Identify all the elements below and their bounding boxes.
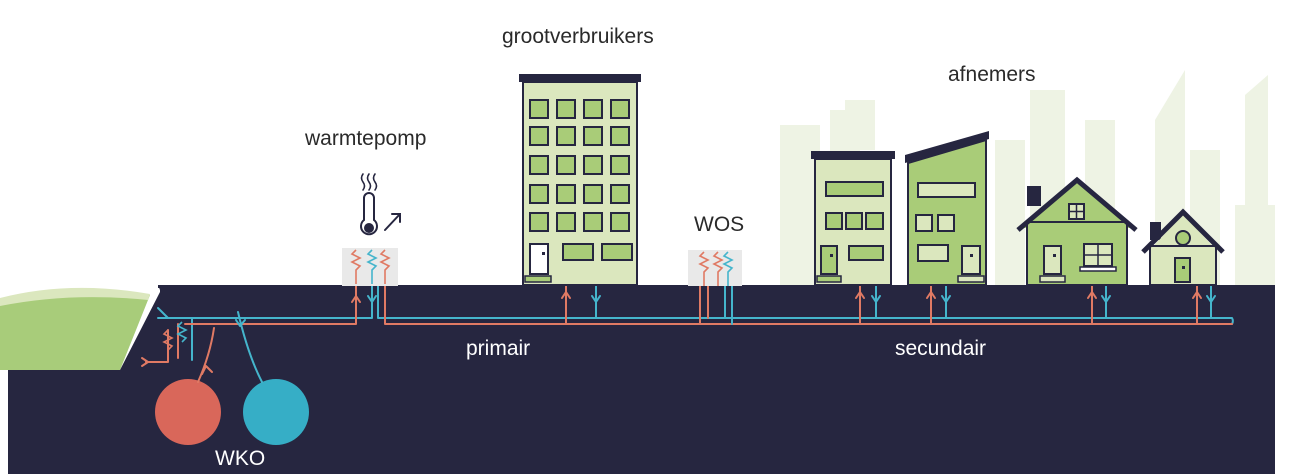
label-consumers: afnemers	[948, 63, 1036, 86]
flow-arrows	[141, 291, 1216, 375]
building-window	[583, 212, 603, 232]
thermometer-heat-icon	[360, 173, 401, 236]
ground	[0, 285, 1275, 474]
building-window	[529, 155, 549, 175]
warm-well	[155, 379, 221, 445]
heat-pump-unit	[342, 248, 398, 286]
consumer-house-2	[1141, 208, 1225, 286]
wos-substation	[688, 250, 742, 286]
building-window	[583, 155, 603, 175]
heat-exchanger-coil-icon	[350, 249, 391, 284]
building-window	[529, 212, 549, 232]
building-window	[610, 184, 630, 204]
consumer-building-1	[811, 151, 895, 286]
heat-pump-box	[342, 248, 398, 286]
cold-well	[243, 379, 309, 445]
label-large-consumers: grootverbruikers	[502, 25, 654, 48]
building-window	[529, 126, 549, 146]
warm-well-pipe	[197, 327, 215, 383]
building-window	[610, 155, 630, 175]
building-window	[610, 99, 630, 119]
heat-exchanger-coil-icon	[162, 321, 188, 351]
pond-link-blue	[157, 307, 169, 319]
consumer-building-2	[905, 131, 989, 286]
building-window	[529, 99, 549, 119]
cold-well-pipe	[237, 311, 263, 383]
building-window	[556, 212, 576, 232]
pond-highlight	[0, 287, 150, 306]
building-window	[610, 126, 630, 146]
building-window	[556, 126, 576, 146]
building-window	[556, 99, 576, 119]
large-consumer-building	[519, 74, 641, 286]
label-secondary-network: secundair	[895, 337, 987, 360]
building-window	[583, 99, 603, 119]
label-primary-network: primair	[466, 337, 531, 360]
building-window	[583, 126, 603, 146]
building-window	[529, 184, 549, 204]
label-storage: WKO	[215, 447, 266, 470]
building-window	[556, 184, 576, 204]
building-window	[583, 184, 603, 204]
label-substation: WOS	[694, 213, 745, 236]
consumer-house-1	[1016, 176, 1138, 286]
pond	[0, 291, 150, 370]
label-heat-pump: warmtepomp	[305, 127, 427, 150]
building-window	[556, 155, 576, 175]
heat-exchanger-coil-icon	[698, 251, 734, 286]
ground-surface-left	[158, 285, 1275, 288]
building-window	[610, 212, 630, 232]
